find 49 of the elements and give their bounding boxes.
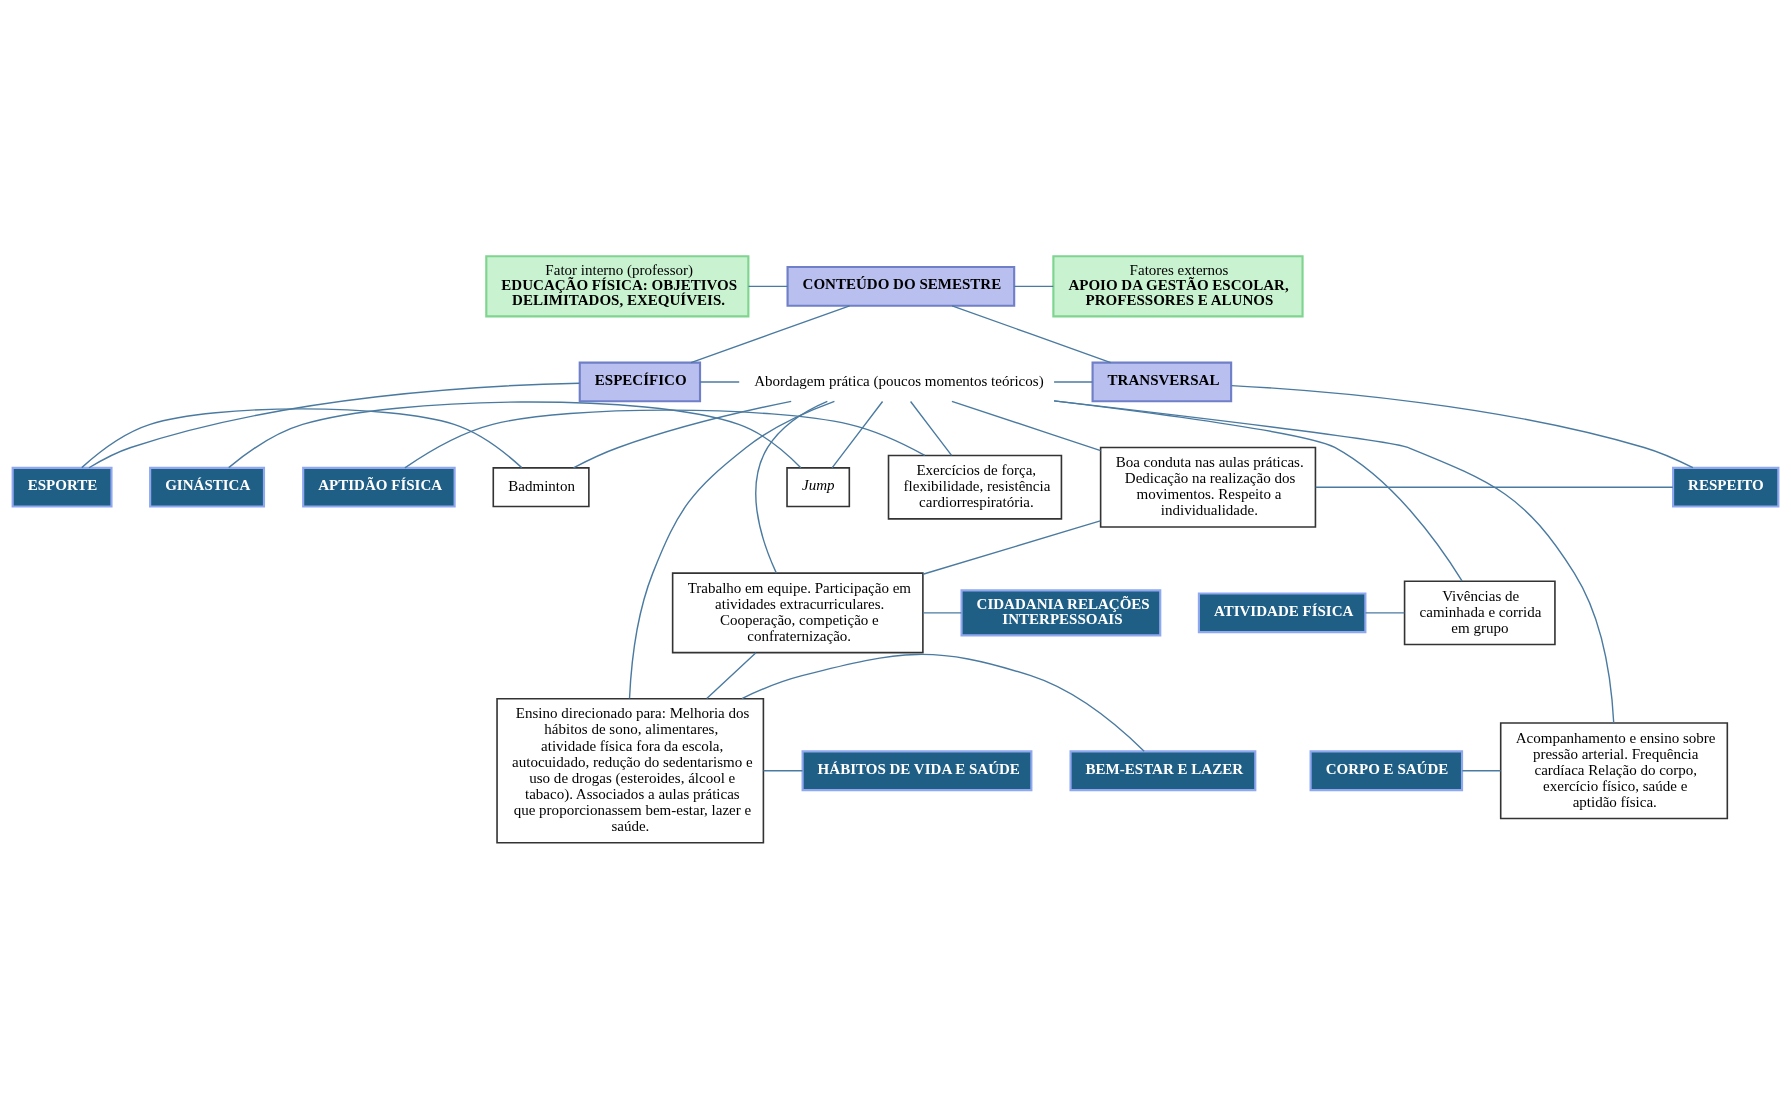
connector	[922, 612, 963, 614]
node-box: APTIDÃO FÍSICA	[302, 466, 456, 508]
connector	[1013, 285, 1054, 288]
node-box: BEM-ESTAR E LAZER	[1069, 750, 1257, 792]
node-box: ESPECÍFICO	[578, 361, 702, 403]
node-box: CONTEÚDO DO SEMESTRE	[786, 265, 1016, 307]
node-box: Acompanhamento e ensino sobre pressão arterial. Frequência cardíaca Relação do corpo, exercício físico, saúde e aptidão física.	[1499, 722, 1729, 820]
connector	[1230, 384, 1694, 469]
node-box: TRANSVERSAL	[1091, 361, 1233, 403]
node-box: Exercícios de força, flexibilidade, resistência cardiorrespiratória.	[887, 454, 1063, 520]
connector	[404, 409, 926, 469]
node-box: Jump	[786, 467, 851, 508]
connector	[741, 653, 1145, 752]
node-box: Vivências de caminhada e corrida em grupo	[1403, 580, 1556, 646]
connector	[88, 382, 581, 469]
node-box: ESPORTE	[11, 466, 113, 508]
node-text: Abordagem prática (poucos momentos teóricos)	[754, 372, 1044, 389]
node-box: Ensino direcionado para: Melhoria dos hábitos de sono, alimentares, atividade física fora da escola, autocuidado, redução do sedentarismo e uso de drogas (esteroides, álcool e tabaco). Associados a aulas práticas que proporcionassem bem-estar, lazer e saúde.	[496, 698, 765, 844]
connector	[1053, 400, 1615, 724]
node-box: HÁBITOS DE VIDA E SAÚDE	[801, 750, 1033, 792]
connector	[1461, 770, 1502, 772]
connector	[922, 520, 1101, 575]
connector	[706, 652, 757, 700]
node-box: Fatores externos APOIO DA GESTÃO ESCOLAR, PROFESSORES E ALUNOS	[1052, 255, 1304, 318]
connector	[831, 400, 884, 469]
node-box: CORPO E SAÚDE	[1309, 750, 1464, 792]
node-box: Trabalho em equipe. Participação em atividades extracurriculares. Cooperação, competição e confraternização.	[671, 572, 924, 654]
connector	[228, 401, 802, 469]
connector	[909, 400, 953, 457]
connector	[747, 285, 789, 288]
connector	[699, 381, 740, 383]
node-box: RESPEITO	[1672, 466, 1780, 508]
connector	[1315, 486, 1674, 488]
connector	[690, 305, 851, 364]
connector	[572, 400, 792, 469]
connector	[1364, 612, 1406, 614]
node-box: ATIVIDADE FÍSICA	[1197, 592, 1367, 634]
connector	[762, 770, 804, 772]
node-box: Fator interno (professor) EDUCAÇÃO FÍSICA: OBJETIVOS DELIMITADOS, EXEQUÍVEIS.	[485, 255, 750, 318]
node-box: Badminton	[492, 467, 590, 508]
node-box: Boa conduta nas aulas práticas. Dedicação na realização dos movimentos. Respeito a individualidade.	[1099, 446, 1317, 528]
connector	[81, 408, 523, 469]
connector	[951, 305, 1112, 364]
connector	[1053, 381, 1094, 383]
node-box: GINÁSTICA	[149, 466, 266, 508]
connector	[628, 400, 836, 700]
connector	[951, 400, 1102, 452]
node-box: CIDADANIA RELAÇÕES INTERPESSOAIS	[960, 589, 1162, 637]
connector	[755, 400, 829, 574]
